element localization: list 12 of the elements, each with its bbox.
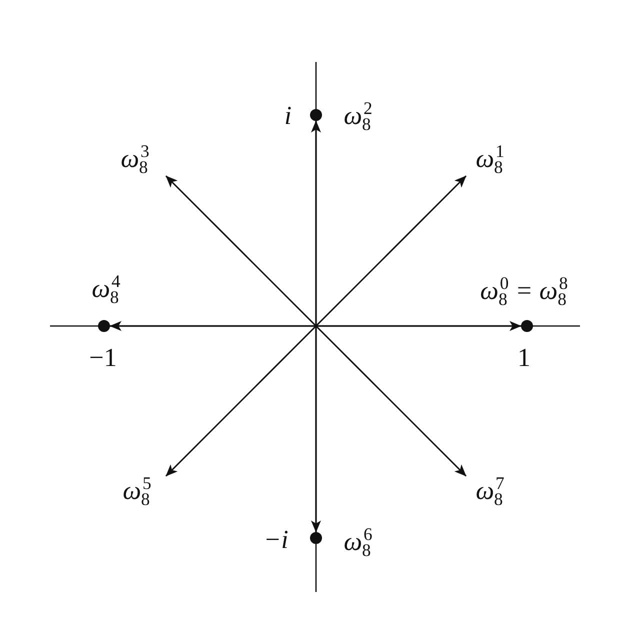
vector-arrow: [110, 321, 316, 331]
axis-value-label: 1: [518, 345, 530, 371]
vector-arrow: [165, 175, 317, 327]
vector-arrow: [316, 321, 522, 331]
vector-arrow: [315, 325, 467, 477]
vector-arrow: [315, 175, 467, 327]
vector-arrow: [165, 325, 317, 477]
vector-arrow: [311, 326, 321, 532]
axis-value-label: −i: [264, 527, 288, 553]
axis-value-label: i: [284, 103, 292, 129]
vector-arrow: [311, 120, 321, 326]
axis-value-label: −1: [89, 345, 117, 371]
